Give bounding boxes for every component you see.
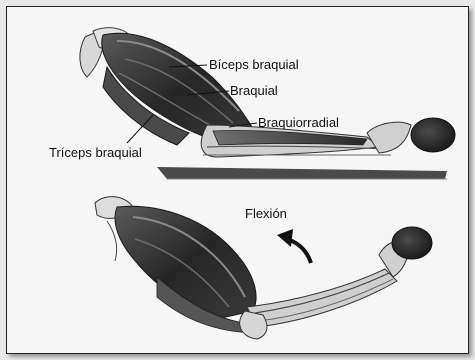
- table-surface: [157, 167, 447, 179]
- diagram-frame: Bíceps braquial Braquial Braquiorradial …: [6, 6, 469, 354]
- label-braquial: Braquial: [230, 83, 278, 98]
- flexion-arrow: [277, 229, 311, 263]
- label-biceps: Bíceps braquial: [209, 57, 299, 72]
- arm-muscle-diagram: Bíceps braquial Braquial Braquiorradial …: [7, 7, 468, 353]
- fist-ball-flexed: [392, 227, 432, 259]
- label-flexion: Flexión: [245, 206, 287, 221]
- fist-ball: [411, 118, 455, 152]
- brachioradialis-muscle: [213, 130, 367, 145]
- label-braquiorradial: Braquiorradial: [258, 115, 339, 130]
- label-triceps: Tríceps braquial: [49, 145, 142, 160]
- elbow: [240, 311, 267, 339]
